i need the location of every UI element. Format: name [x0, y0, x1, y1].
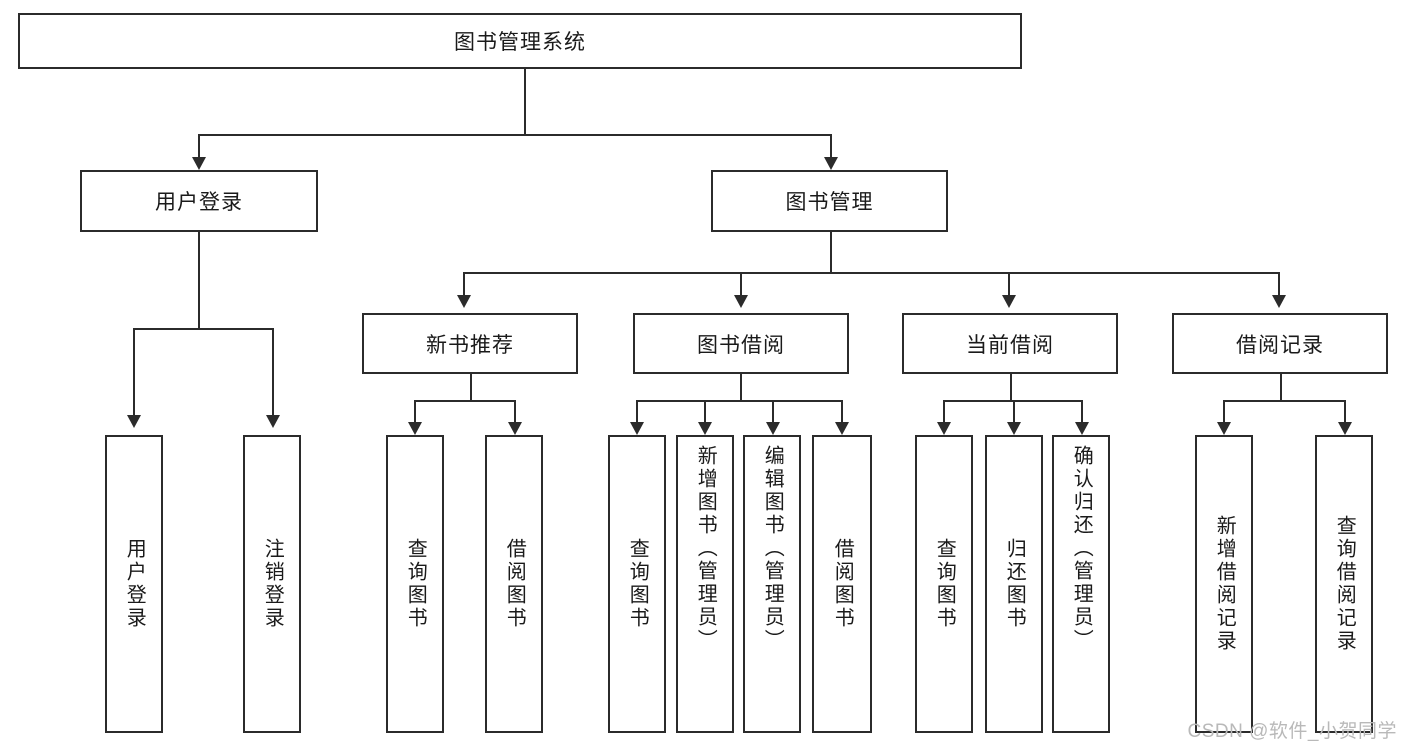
- node-label: 查询图书: [626, 538, 649, 630]
- connector-drop: [704, 400, 706, 422]
- arrowhead-icon: [457, 295, 471, 308]
- node-label: 新增借阅记录: [1213, 515, 1236, 653]
- connector-drop: [1081, 400, 1083, 422]
- arrowhead-icon: [1338, 422, 1352, 435]
- group-bus: [636, 400, 841, 402]
- node-label: 当前借阅: [966, 333, 1054, 357]
- node-label: 图书管理系统: [454, 31, 586, 54]
- arrowhead-icon: [766, 422, 780, 435]
- arrowhead-icon: [127, 415, 141, 428]
- node-leaf-12[interactable]: 查询借阅记录: [1315, 435, 1373, 733]
- node-label: 借阅记录: [1236, 333, 1324, 357]
- node-leaf-5[interactable]: 新增图书（管理员）: [676, 435, 734, 733]
- node-leaf-6[interactable]: 编辑图书（管理员）: [743, 435, 801, 733]
- connector-drop: [198, 134, 200, 157]
- connector-drop: [636, 400, 638, 422]
- connector-drop: [272, 328, 274, 415]
- group-stem: [1010, 374, 1012, 400]
- node-label: 查询图书: [933, 538, 956, 630]
- node-label: 图书借阅: [697, 333, 785, 357]
- node-level2-1[interactable]: 图书管理: [711, 170, 948, 232]
- node-root[interactable]: 图书管理系统: [18, 13, 1022, 69]
- node-label: 用户登录: [155, 191, 243, 214]
- node-leaf-1[interactable]: 注销登录: [243, 435, 301, 733]
- node-label: 借阅图书: [831, 538, 854, 630]
- node-level3-1[interactable]: 图书借阅: [633, 313, 849, 374]
- connector-drop: [740, 272, 742, 295]
- arrowhead-icon: [1075, 422, 1089, 435]
- node-leaf-0[interactable]: 用户登录: [105, 435, 163, 733]
- node-leaf-10[interactable]: 确认归还（管理员）: [1052, 435, 1110, 733]
- node-label: 确认归还（管理员）: [1070, 445, 1093, 652]
- node-label: 新增图书（管理员）: [694, 445, 717, 652]
- group-stem: [740, 374, 742, 400]
- node-label: 编辑图书（管理员）: [761, 445, 784, 652]
- connector-drop: [133, 328, 135, 415]
- group-stem: [470, 374, 472, 400]
- arrowhead-icon: [835, 422, 849, 435]
- node-level3-3[interactable]: 借阅记录: [1172, 313, 1388, 374]
- connector-drop: [514, 400, 516, 422]
- connector-drop: [943, 400, 945, 422]
- node-level3-2[interactable]: 当前借阅: [902, 313, 1118, 374]
- connector-drop: [830, 134, 832, 157]
- group-bus: [943, 400, 1081, 402]
- node-label: 归还图书: [1003, 538, 1026, 630]
- arrowhead-icon: [734, 295, 748, 308]
- login-stem: [198, 232, 200, 328]
- connector-drop: [1344, 400, 1346, 422]
- node-label: 注销登录: [261, 538, 284, 630]
- node-leaf-3[interactable]: 借阅图书: [485, 435, 543, 733]
- arrowhead-icon: [630, 422, 644, 435]
- group-bus: [414, 400, 514, 402]
- node-label: 借阅图书: [503, 538, 526, 630]
- node-leaf-9[interactable]: 归还图书: [985, 435, 1043, 733]
- group-bus: [1223, 400, 1344, 402]
- node-level3-0[interactable]: 新书推荐: [362, 313, 578, 374]
- connector-drop: [414, 400, 416, 422]
- node-leaf-8[interactable]: 查询图书: [915, 435, 973, 733]
- connector-drop: [1223, 400, 1225, 422]
- root-bus: [198, 134, 830, 136]
- node-leaf-2[interactable]: 查询图书: [386, 435, 444, 733]
- arrowhead-icon: [1217, 422, 1231, 435]
- login-bus: [133, 328, 272, 330]
- arrowhead-icon: [508, 422, 522, 435]
- arrowhead-icon: [824, 157, 838, 170]
- management-bus: [463, 272, 1280, 274]
- group-stem: [1280, 374, 1282, 400]
- node-label: 查询借阅记录: [1333, 515, 1356, 653]
- node-level2-0[interactable]: 用户登录: [80, 170, 318, 232]
- arrowhead-icon: [192, 157, 206, 170]
- management-stem: [830, 232, 832, 272]
- arrowhead-icon: [1007, 422, 1021, 435]
- arrowhead-icon: [937, 422, 951, 435]
- connector-drop: [772, 400, 774, 422]
- arrowhead-icon: [698, 422, 712, 435]
- node-label: 新书推荐: [426, 333, 514, 357]
- connector-drop: [463, 272, 465, 295]
- arrowhead-icon: [266, 415, 280, 428]
- node-leaf-4[interactable]: 查询图书: [608, 435, 666, 733]
- node-label: 查询图书: [404, 538, 427, 630]
- connector-drop: [1008, 272, 1010, 295]
- arrowhead-icon: [1002, 295, 1016, 308]
- node-leaf-7[interactable]: 借阅图书: [812, 435, 872, 733]
- node-label: 图书管理: [785, 191, 874, 214]
- node-label: 用户登录: [123, 538, 146, 630]
- connector-drop: [1013, 400, 1015, 422]
- connector-drop: [1278, 272, 1280, 295]
- root-stem: [524, 69, 526, 134]
- arrowhead-icon: [408, 422, 422, 435]
- watermark: CSDN @软件_小贺同学: [1187, 721, 1397, 742]
- arrowhead-icon: [1272, 295, 1286, 308]
- node-leaf-11[interactable]: 新增借阅记录: [1195, 435, 1253, 733]
- connector-drop: [841, 400, 843, 422]
